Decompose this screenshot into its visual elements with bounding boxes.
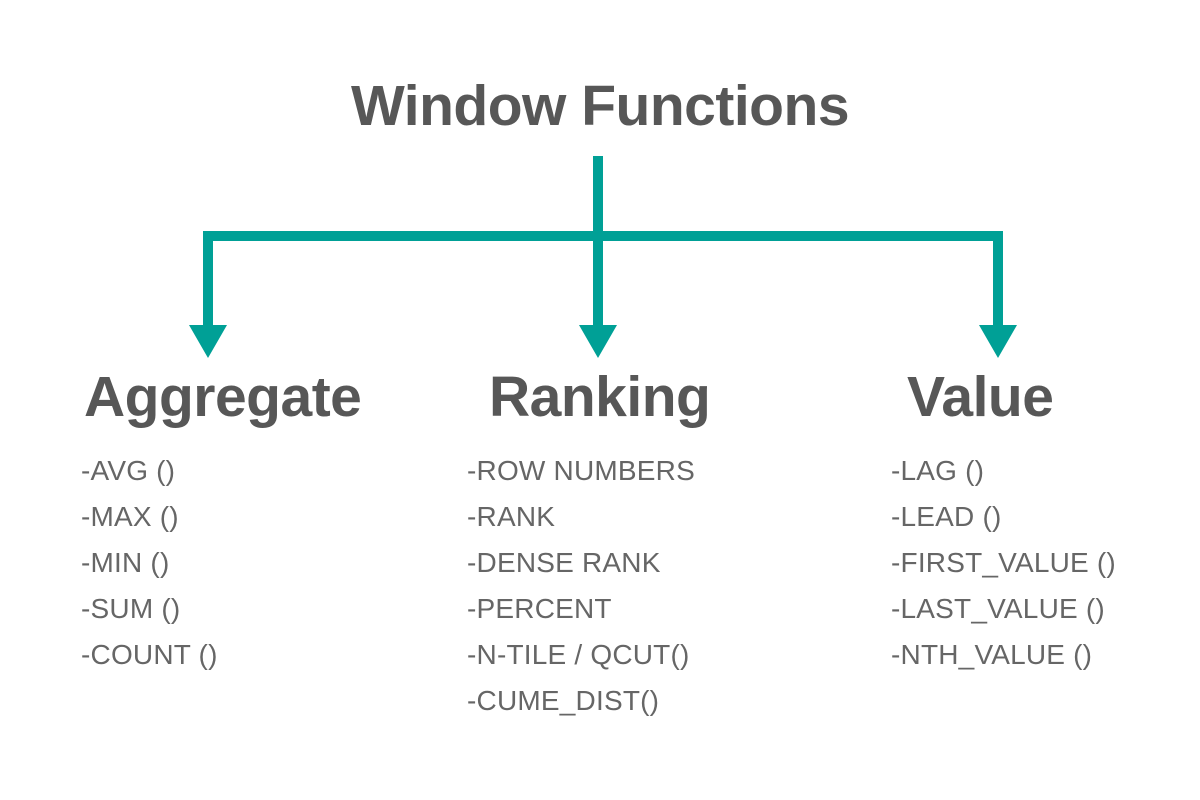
list-item: -LAST_VALUE () — [891, 592, 1105, 624]
list-item: -DENSE RANK — [467, 546, 661, 578]
list-item: -CUME_DIST() — [467, 684, 660, 716]
arrowhead-center-icon — [579, 325, 617, 358]
branch-list-value: -LAG () -LEAD () -FIRST_VALUE () -LAST_V… — [891, 448, 1197, 678]
list-item: -LEAD () — [891, 500, 1002, 532]
branch-ranking: Ranking -ROW NUMBERS -RANK -DENSE RANK -… — [467, 365, 869, 724]
branch-value: Value -LAG () -LEAD () -FIRST_VALUE () -… — [891, 365, 1197, 678]
arrowhead-left-icon — [189, 325, 227, 358]
list-item: -N-TILE / QCUT() — [467, 638, 690, 670]
list-item: -RANK — [467, 500, 556, 532]
list-item: -LAG () — [891, 454, 985, 486]
list-item: -SUM () — [81, 592, 181, 624]
list-item: -FIRST_VALUE () — [891, 546, 1116, 578]
list-item: -MAX () — [81, 500, 179, 532]
list-item: -NTH_VALUE () — [891, 638, 1093, 670]
list-item: -COUNT () — [81, 638, 218, 670]
list-item: -PERCENT — [467, 592, 612, 624]
branch-list-aggregate: -AVG () -MAX () -MIN () -SUM () -COUNT (… — [81, 448, 444, 678]
list-item: -AVG () — [81, 454, 176, 486]
arrowhead-right-icon — [979, 325, 1017, 358]
branch-aggregate: Aggregate -AVG () -MAX () -MIN () -SUM (… — [81, 365, 444, 678]
branch-list-ranking: -ROW NUMBERS -RANK -DENSE RANK -PERCENT … — [467, 448, 869, 724]
tree-connector — [189, 156, 1017, 358]
branch-heading-aggregate: Aggregate — [84, 365, 362, 429]
list-item: -ROW NUMBERS — [467, 454, 695, 486]
list-item: -MIN () — [81, 546, 170, 578]
branch-heading-ranking: Ranking — [489, 365, 711, 429]
branch-heading-value: Value — [907, 365, 1054, 429]
page-title: Window Functions — [350, 74, 850, 138]
